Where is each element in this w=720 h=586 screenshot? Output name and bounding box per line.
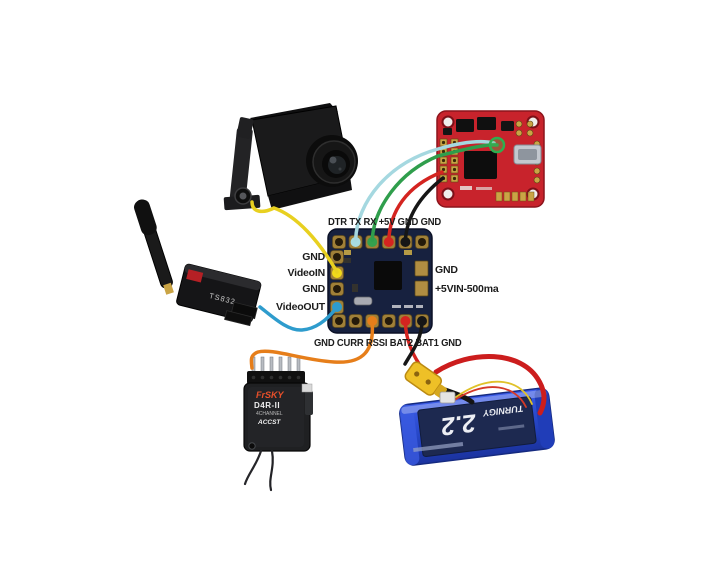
battery-capacity-text: 2.2 <box>439 408 478 440</box>
fc-mcu-chip <box>464 151 497 179</box>
mounting-hole <box>441 115 455 129</box>
receiver-pins <box>247 356 305 384</box>
osd-board <box>327 228 433 334</box>
wire-video-in <box>250 200 339 274</box>
video-transmitter: TS832 <box>134 199 262 327</box>
wire-bat1 <box>403 321 424 366</box>
receiver-side-plug <box>301 383 313 393</box>
osd-left-label-videoout: VideoOUT <box>276 301 325 313</box>
fc-uart-pad-highlight <box>488 136 506 154</box>
wire-rx-antenna-1 <box>243 449 263 486</box>
vtx-label-sticker <box>186 269 204 283</box>
camera-bracket <box>223 117 261 211</box>
receiver-channels: 4CHANNEL <box>256 411 283 417</box>
wire-balance-2 <box>452 386 527 408</box>
wire-battery-positive <box>433 354 547 416</box>
lipo-battery: 2.2 TURNIGY <box>399 387 555 466</box>
vtx-pin-block <box>224 310 253 327</box>
osd-crystal <box>353 296 373 306</box>
wire-5v <box>387 170 444 242</box>
osd-left-label-videoin: VideoIN <box>287 267 326 279</box>
osd-right-label-5vin: +5VIN-500ma <box>435 283 499 295</box>
osd-top-pads <box>332 235 429 249</box>
rc-receiver <box>243 356 313 492</box>
wire-balance-1 <box>455 380 533 405</box>
vtx-module: TS832 <box>176 263 262 327</box>
wire-rssi <box>249 321 375 370</box>
receiver-model: D4R-II <box>254 401 281 410</box>
receiver-brand: FrSKY <box>256 390 284 400</box>
osd-right-pads <box>414 260 429 297</box>
wire-video-out <box>258 305 339 332</box>
osd-bottom-pin-labels: GND CURR RSSI BAT2 BAT1 GND <box>314 337 462 349</box>
mounting-hole <box>441 187 455 201</box>
wire-uart-rx <box>370 143 499 242</box>
fpv-camera <box>223 103 358 211</box>
osd-left-label-gnd-2: GND <box>302 283 325 295</box>
fc-usb-port <box>513 144 542 165</box>
wire-uart-tx <box>353 139 496 242</box>
osd-right-label-gnd: GND <box>435 264 458 276</box>
flight-controller <box>436 110 545 208</box>
camera-lens <box>306 135 358 187</box>
wire-gnd <box>403 176 445 242</box>
vtx-antenna <box>134 199 174 295</box>
balance-connector <box>439 391 456 404</box>
osd-bottom-pads <box>332 314 429 328</box>
osd-chip <box>374 261 402 290</box>
fc-bottom-pads <box>495 191 535 202</box>
wire-rx-antenna-2 <box>269 449 274 492</box>
xt60-connector <box>404 361 447 399</box>
receiver-protocol: ACCST <box>258 419 281 426</box>
osd-top-pin-labels: DTR TX RX +5V GND GND <box>328 216 442 228</box>
osd-left-label-gnd-1: GND <box>302 251 325 263</box>
